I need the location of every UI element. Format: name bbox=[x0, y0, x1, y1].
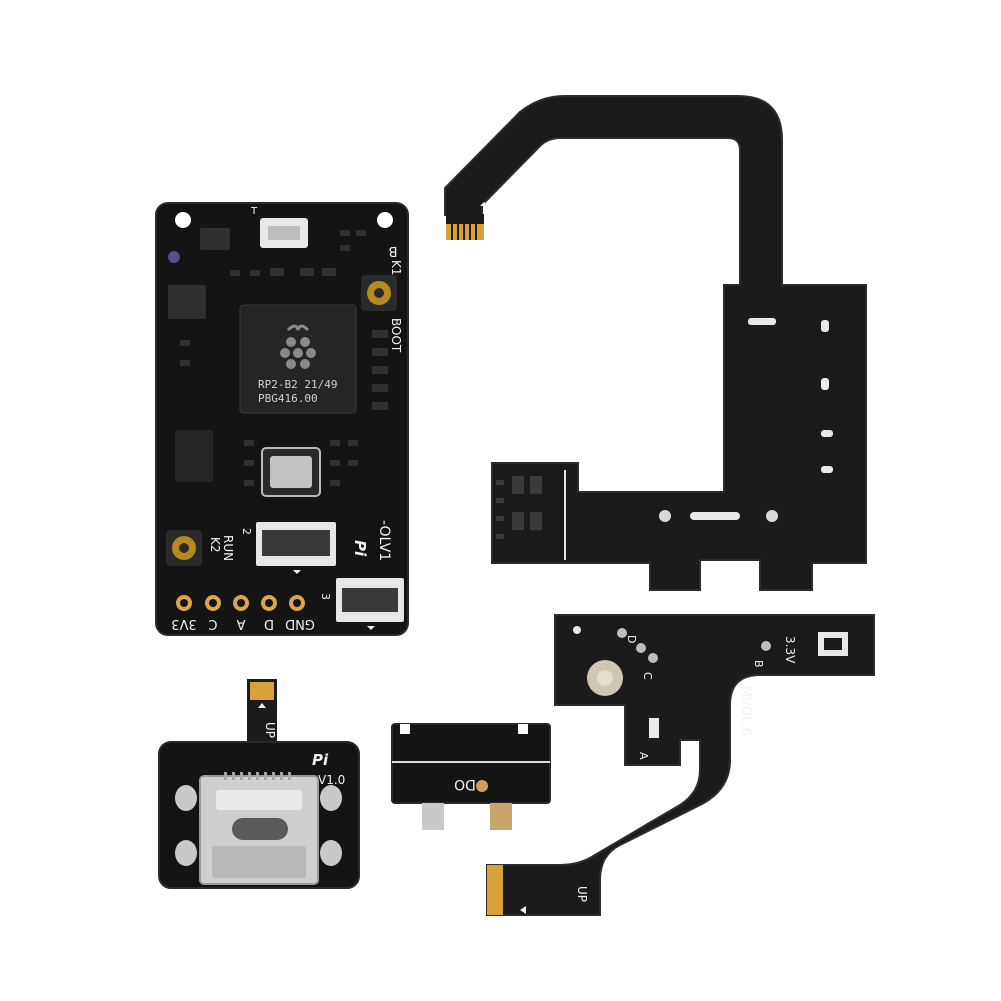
flex-cable-body bbox=[444, 95, 867, 591]
mount-pad bbox=[766, 510, 778, 522]
flex-b-pad bbox=[636, 643, 646, 653]
pad-label-3v3: 3V3 bbox=[171, 616, 196, 631]
usb-label-up: UP bbox=[263, 722, 277, 738]
flex-b-pad bbox=[761, 641, 771, 651]
mount-hole bbox=[377, 212, 393, 228]
slot-hole bbox=[821, 320, 829, 332]
slot-hole bbox=[690, 512, 740, 520]
flex-arrow-mark bbox=[258, 703, 266, 708]
main-board-pcb bbox=[155, 202, 409, 636]
chip-marking-line1: RP2-B2 21/49 bbox=[258, 378, 337, 391]
flex-b-label-model: MVOL.6 bbox=[738, 686, 753, 736]
label-olv1: -OLV1 bbox=[376, 520, 392, 561]
label-pi: Pi bbox=[351, 540, 369, 557]
rp2040-chip bbox=[239, 304, 357, 414]
button-k2-icon[interactable] bbox=[166, 530, 202, 566]
pin1-marker bbox=[293, 570, 301, 574]
contact-leg bbox=[422, 803, 444, 830]
flex-contact-separators bbox=[451, 224, 477, 240]
flex-b-label-voltage: 3.3V bbox=[783, 636, 797, 664]
usb-board-gold-contacts bbox=[250, 682, 274, 700]
flex-b-label-c: C bbox=[641, 672, 654, 680]
flex-b-round-pad-center bbox=[597, 670, 613, 686]
main-board: RP2-B2 21/49 PBG416.00 bbox=[155, 202, 409, 636]
flex-b-pad bbox=[648, 653, 658, 663]
flex-b-label-d: D bbox=[625, 635, 638, 643]
flex-b-hole bbox=[573, 626, 581, 634]
label-marker-t: T bbox=[250, 206, 258, 217]
solder-pads bbox=[176, 595, 305, 611]
flash-chip bbox=[175, 430, 213, 482]
notch bbox=[400, 724, 410, 734]
label-k2: K2 bbox=[208, 537, 222, 553]
flex-b-label-up: UP bbox=[575, 886, 589, 902]
small-board-label: DO bbox=[454, 776, 476, 792]
smd-components bbox=[168, 228, 388, 486]
flex-b-gold-contacts bbox=[487, 865, 503, 915]
flex-b-label-a: A bbox=[637, 752, 650, 760]
contact-leg bbox=[490, 803, 512, 830]
label-run: RUN bbox=[221, 535, 235, 561]
flex-arrow-mark bbox=[480, 202, 488, 206]
slot-hole bbox=[821, 466, 833, 473]
chip-marking-line2: PBG416.00 bbox=[258, 392, 318, 405]
fpc-connector-3 bbox=[336, 578, 404, 622]
crystal-oscillator-icon bbox=[261, 447, 321, 497]
label-conn3: 3 bbox=[319, 593, 332, 600]
pin1-marker bbox=[367, 626, 375, 630]
flex-cable-b-body bbox=[486, 614, 875, 916]
pad-label-gnd: GND bbox=[285, 616, 315, 631]
flex-arrow-mark bbox=[520, 906, 526, 914]
mount-pad bbox=[659, 510, 671, 522]
flex-b-label-b: B bbox=[752, 660, 765, 668]
slot-hole bbox=[821, 430, 833, 437]
raspberry-logo-icon bbox=[280, 324, 316, 369]
flex-b-pad bbox=[617, 628, 627, 638]
mount-hole bbox=[175, 212, 191, 228]
usb-label-version: V1.0 bbox=[318, 773, 345, 787]
usb-mount-tabs bbox=[175, 785, 342, 866]
usb-c-port-icon bbox=[199, 775, 319, 885]
pad-label-a: A bbox=[236, 616, 245, 631]
flex-cable-b: 3.3V B D C A MVOL.6 UP bbox=[486, 614, 875, 916]
small-board: DO bbox=[391, 723, 551, 830]
jst-connector-opening bbox=[268, 226, 300, 240]
pad-label-c: C bbox=[208, 616, 217, 631]
label-k1: K1 bbox=[389, 260, 403, 276]
rgb-led-icon bbox=[168, 251, 180, 263]
small-board-pad bbox=[476, 780, 488, 792]
label-b: B bbox=[389, 243, 398, 258]
pad-label-d: D bbox=[264, 616, 274, 631]
usb-label-pi: Pi bbox=[312, 751, 329, 769]
flex-b-window-inner bbox=[824, 638, 842, 650]
button-k1-icon[interactable] bbox=[361, 275, 397, 311]
usb-c-board: UP Pi V1.0 bbox=[158, 679, 360, 889]
slot-hole bbox=[821, 378, 829, 390]
label-conn2: 2 bbox=[240, 528, 253, 535]
notch bbox=[518, 724, 528, 734]
fpc-connector-2 bbox=[256, 522, 336, 566]
slot-hole bbox=[748, 318, 776, 325]
usb-pins bbox=[224, 772, 291, 780]
label-boot: BOOT bbox=[389, 318, 403, 353]
flex-smd-parts bbox=[496, 476, 542, 539]
flex-b-slot bbox=[649, 718, 659, 738]
flex-cable-large bbox=[444, 95, 867, 591]
flex-cable-neck bbox=[446, 214, 484, 224]
small-board-pcb bbox=[391, 723, 551, 804]
